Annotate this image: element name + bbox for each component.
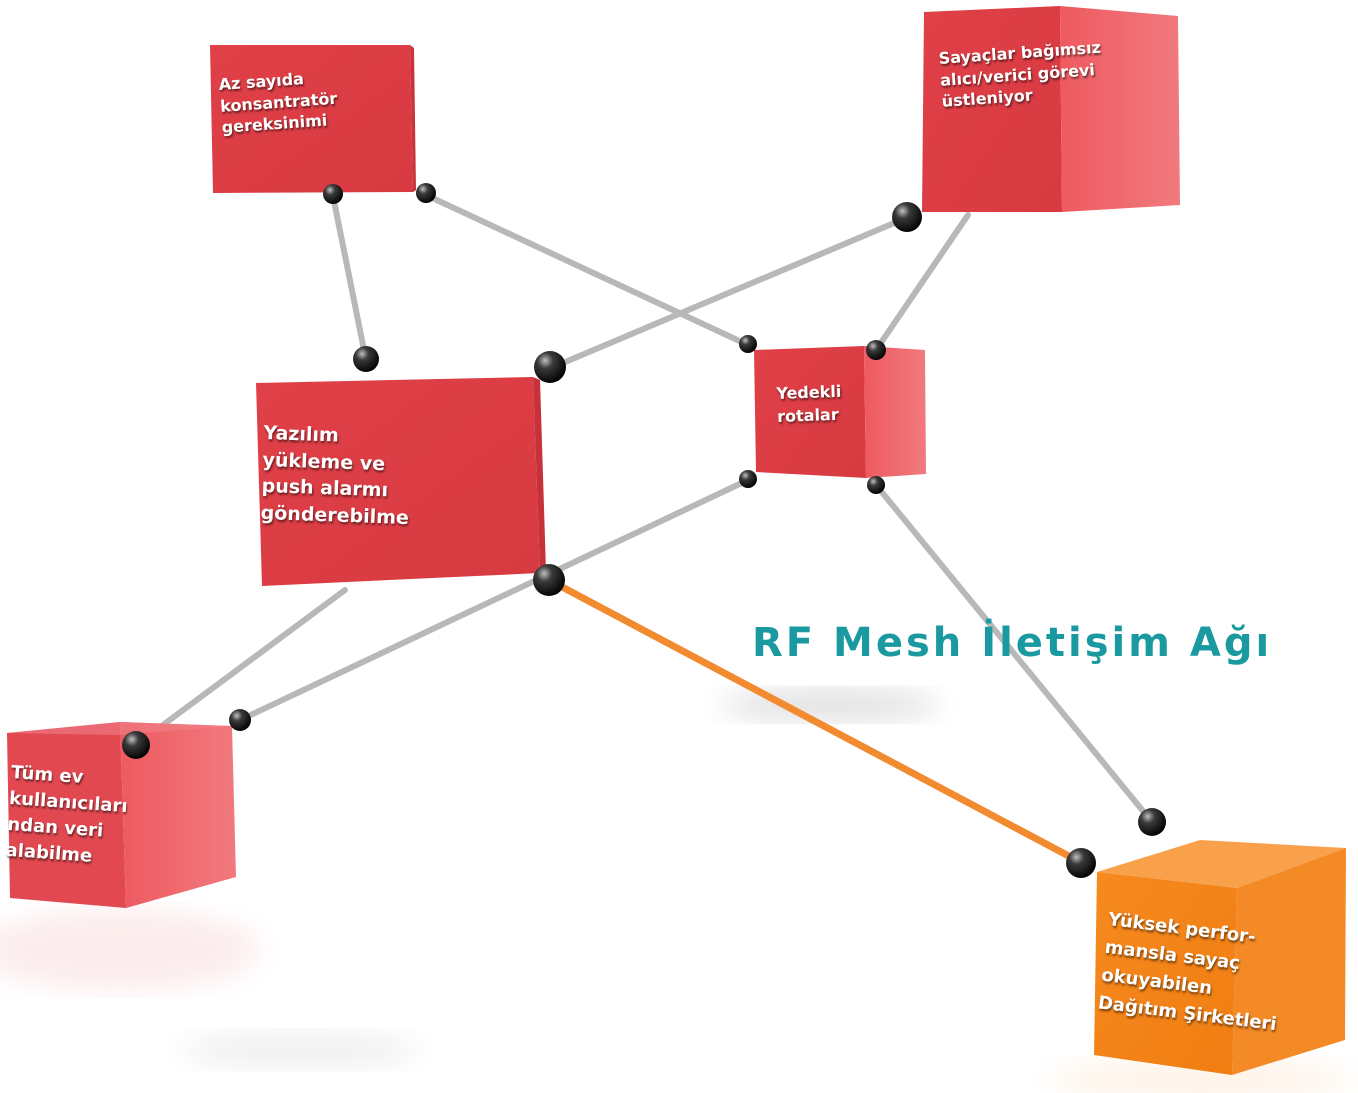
box-backup-routes (754, 346, 926, 478)
floor-shadows (0, 689, 1350, 1093)
connector-software-distribution-highlight (545, 576, 1084, 866)
label-all-users: Tüm ev kullanıcıları ndan veri alabilme (5, 760, 130, 872)
node-ball (229, 709, 251, 731)
label-line: gönderebilme (260, 501, 410, 529)
box-all-users (7, 722, 236, 908)
connector-concentrator-backup (423, 192, 751, 348)
node-ball (122, 731, 150, 759)
node-ball (416, 183, 436, 203)
connector-transceiver-backup (873, 212, 971, 353)
connector-software-users (133, 587, 348, 748)
node-ball (866, 340, 886, 360)
label-concentrator: Az sayıda konsantratör gereksinimi (218, 66, 339, 139)
connector-concentrator-software (330, 193, 369, 363)
node-ball (739, 470, 757, 488)
box-transceiver (922, 6, 1180, 212)
diagram-title: RF Mesh İletişim Ağı (752, 620, 1273, 666)
label-line: rotalar (776, 405, 840, 427)
label-line: Yedekli (776, 381, 842, 403)
label-transceiver: Sayaçlar bağımsız alıcı/verici görevi üs… (938, 37, 1105, 113)
node-ball (739, 335, 757, 353)
node-ball (534, 351, 566, 383)
node-ball (892, 202, 922, 232)
connectors (133, 192, 1155, 866)
node-ball (867, 476, 885, 494)
label-distribution: Yüksek perfor- mansla sayaç okuyabilen D… (1096, 906, 1288, 1039)
label-software: Yazılım yükleme ve push alarmı gönderebi… (260, 420, 412, 531)
node-ball (323, 184, 343, 204)
box-concentrator (210, 45, 416, 193)
node-ball (533, 564, 565, 596)
label-backup-routes: Yedekli rotalar (776, 380, 842, 429)
node-ball (353, 346, 379, 372)
connector-backup-users (237, 477, 751, 723)
connector-backup-distribution (873, 482, 1155, 825)
connector-nodes (122, 183, 1166, 878)
node-ball (1066, 848, 1096, 878)
box-distribution (1094, 840, 1346, 1075)
node-ball (1138, 808, 1166, 836)
box-software (256, 377, 546, 586)
connector-transceiver-software (548, 215, 909, 371)
